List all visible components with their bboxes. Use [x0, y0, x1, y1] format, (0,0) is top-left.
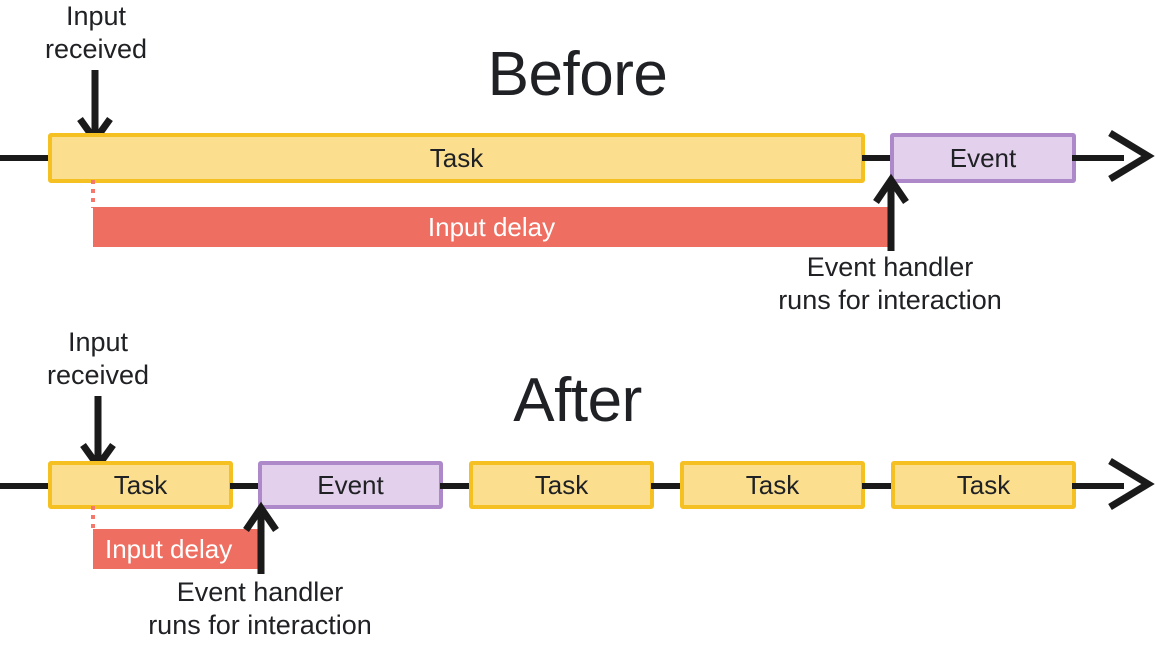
before-input-delay-dotted-connector [91, 180, 95, 208]
after-title: After [513, 366, 642, 435]
before-input-received-line2: received [44, 34, 148, 64]
after-task-block-4[interactable]: Task [891, 461, 1076, 509]
before-event-handler-line2: runs for interaction [778, 285, 1002, 315]
after-timeline-right-stub [1072, 483, 1124, 489]
after-input-received-label: Input received [0, 326, 196, 392]
before-input-received-label: Input received [0, 0, 192, 66]
before-input-received-line1: Input [65, 1, 127, 31]
after-task-label-4: Task [956, 470, 1011, 500]
after-task-block-1[interactable]: Task [48, 461, 233, 509]
before-event-handler-line1: Event handler [806, 252, 974, 282]
after-task-label-2: Task [534, 470, 589, 500]
after-section: Input received After Task Event Task [0, 326, 1155, 647]
after-timeline-left-stub [0, 483, 50, 489]
after-task-block-2[interactable]: Task [469, 461, 654, 509]
before-timeline-right-stub [1072, 155, 1124, 161]
after-event-block[interactable]: Event [258, 461, 443, 509]
before-task-label: Task [429, 143, 484, 173]
after-task-block-3[interactable]: Task [680, 461, 865, 509]
after-input-delay-dotted-connector [91, 506, 95, 530]
before-timeline-left-stub [0, 155, 50, 161]
after-event-handler-arrow [242, 501, 280, 574]
before-section: Input received Before Task Event [0, 0, 1155, 320]
after-event-label: Event [317, 470, 384, 500]
after-input-received-line1: Input [67, 327, 129, 357]
before-input-delay-label: Input delay [427, 212, 556, 242]
before-task-event-connector [862, 155, 893, 161]
after-task-label-1: Task [113, 470, 168, 500]
after-connector-1 [230, 483, 261, 489]
before-event-label: Event [949, 143, 1017, 173]
after-connector-3 [651, 483, 683, 489]
after-event-handler-line2: runs for interaction [148, 610, 372, 640]
after-input-delay-label: Input delay [105, 534, 233, 564]
before-event-handler-label: Event handler runs for interaction [690, 251, 1090, 317]
after-input-delay-bar: Input delay [93, 529, 260, 569]
before-task-block[interactable]: Task [48, 133, 865, 183]
before-event-block[interactable]: Event [890, 133, 1076, 183]
after-input-received-line2: received [46, 360, 150, 390]
before-title: Before [487, 40, 668, 109]
before-input-delay-bar: Input delay [93, 207, 890, 247]
after-connector-2 [440, 483, 472, 489]
before-event-handler-arrow [872, 173, 910, 251]
after-event-handler-label: Event handler runs for interaction [60, 576, 460, 642]
after-task-label-3: Task [745, 470, 800, 500]
before-timeline-arrowhead [1108, 130, 1155, 182]
after-timeline-arrowhead [1108, 458, 1155, 510]
after-connector-4 [862, 483, 894, 489]
after-event-handler-line1: Event handler [176, 577, 344, 607]
